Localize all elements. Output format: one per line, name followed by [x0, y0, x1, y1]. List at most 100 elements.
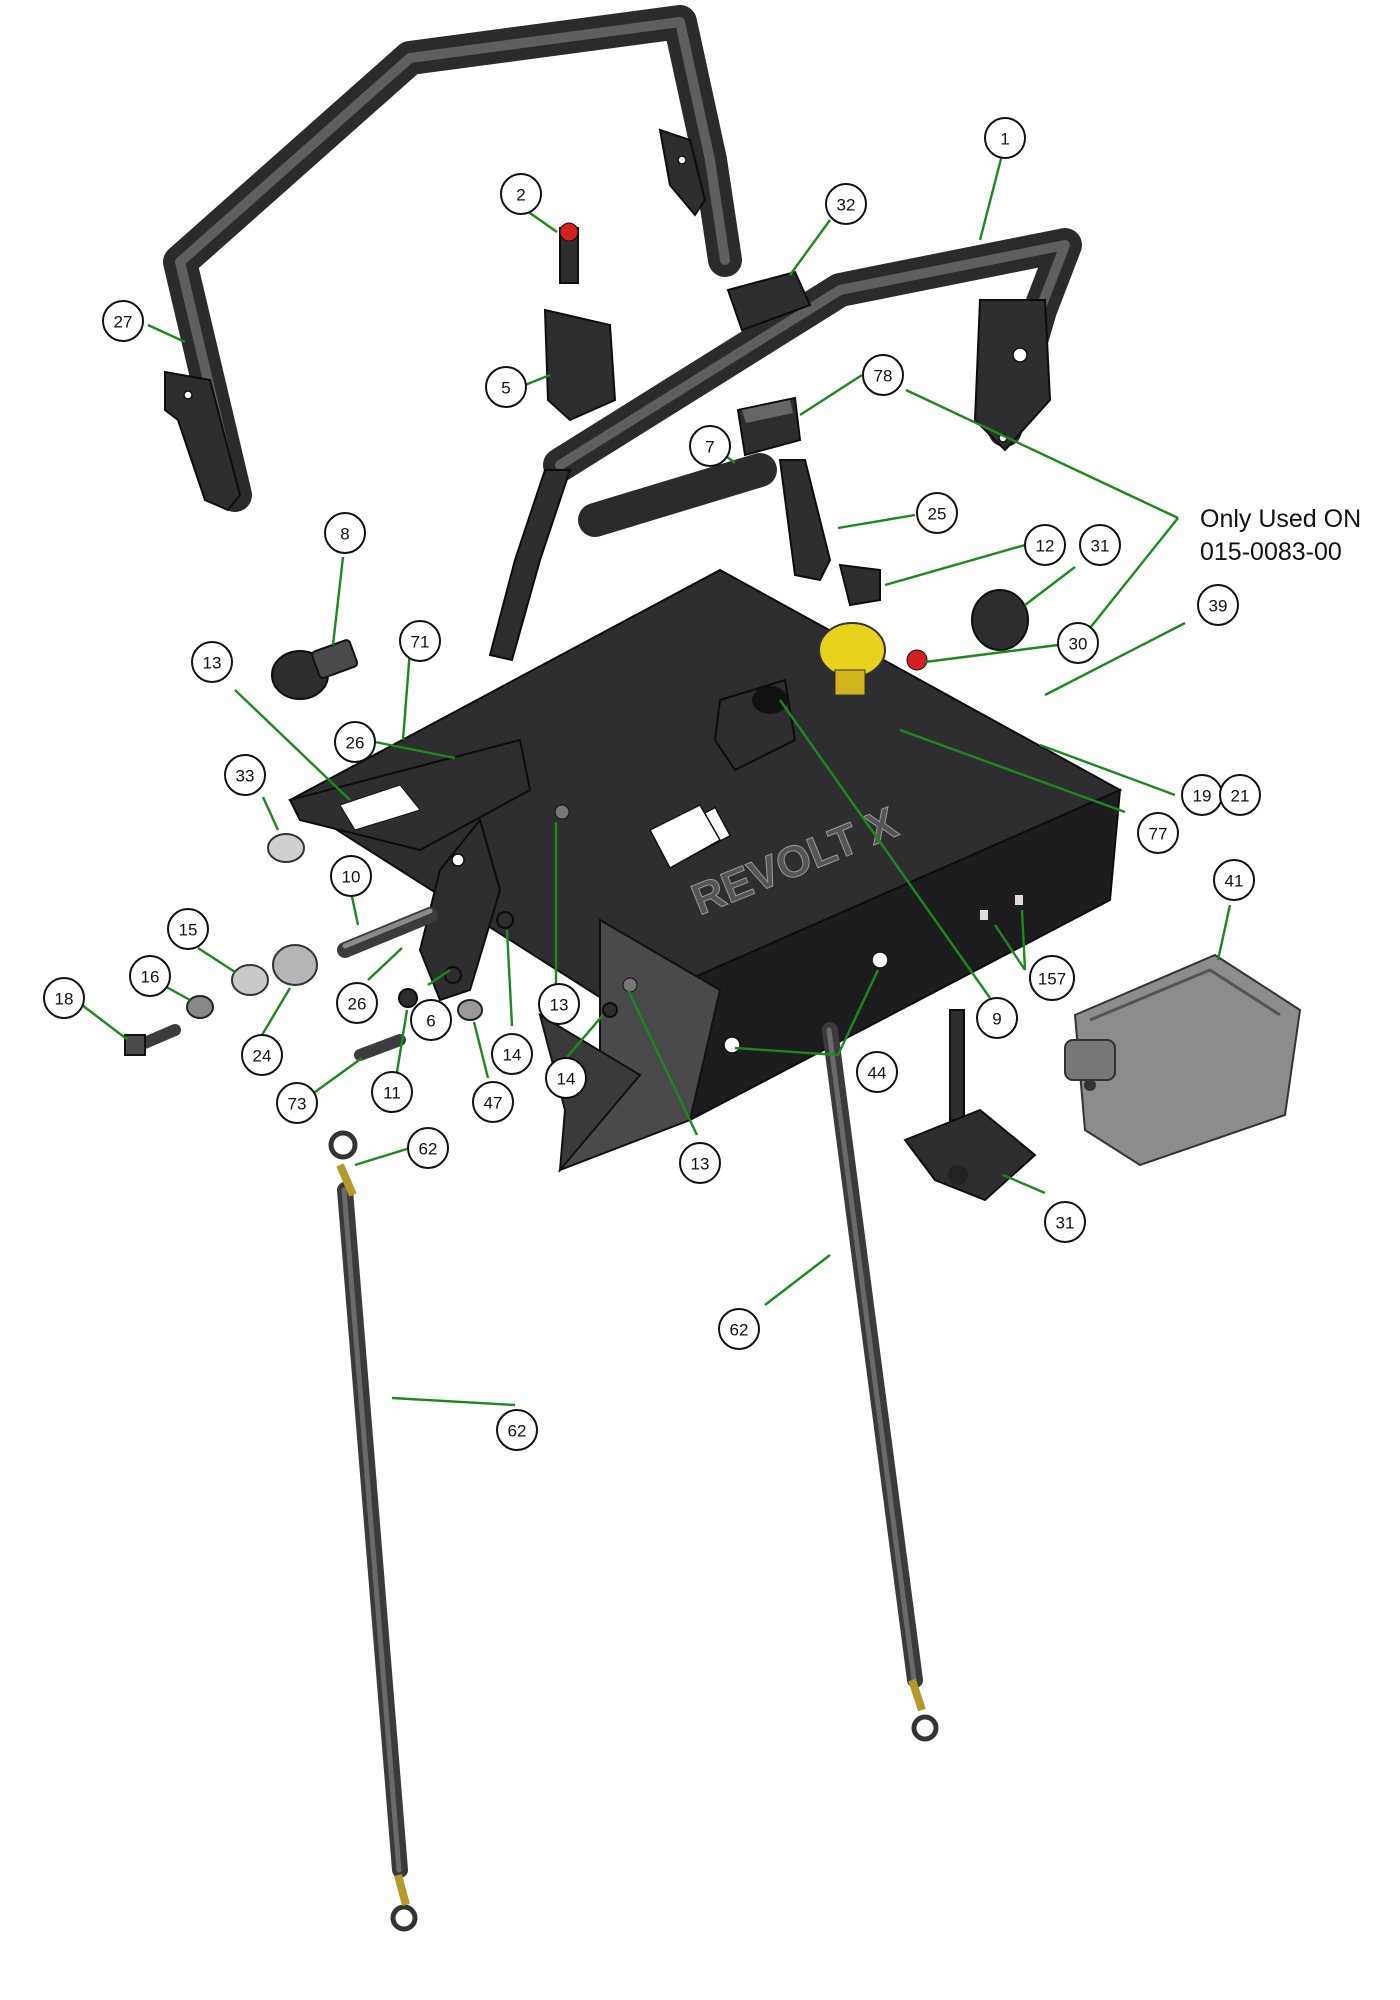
callout-circle — [984, 117, 1026, 159]
part-18-bolt — [124, 1024, 181, 1056]
callout-27: 27 — [102, 300, 144, 342]
callout-number: 71 — [411, 633, 430, 652]
callout-9: 9 — [976, 997, 1018, 1039]
leader-13c — [626, 989, 699, 1136]
part-14-nut-a — [496, 911, 514, 929]
part-78-cover — [736, 396, 802, 457]
callout-13: 13 — [538, 983, 580, 1025]
callout-number: 26 — [348, 995, 367, 1014]
callout-number: 41 — [1225, 872, 1244, 891]
callout-number: 5 — [501, 379, 510, 398]
part-1-right-u-bar — [543, 228, 1082, 482]
callout-circle — [1079, 524, 1121, 566]
callout-circle — [371, 1071, 413, 1113]
callout-circle — [410, 999, 452, 1041]
callout-circle — [1213, 859, 1255, 901]
leader-1 — [978, 154, 1004, 241]
leader-8 — [331, 556, 345, 646]
part-30-red-button — [906, 649, 928, 671]
part-31-bottom-bracket — [903, 1009, 1037, 1202]
part-14-nut-b — [602, 1002, 618, 1018]
callout-circle — [485, 366, 527, 408]
callout-circle — [276, 1082, 318, 1124]
callout-number: 24 — [253, 1047, 272, 1066]
part-62-rod-right — [822, 1022, 939, 1742]
part-11-nut — [398, 988, 418, 1008]
leader-18 — [81, 1004, 129, 1041]
callout-13: 13 — [191, 641, 233, 683]
callout-number: 73 — [288, 1095, 307, 1114]
leader-32 — [789, 219, 831, 276]
callout-number: 47 — [484, 1094, 503, 1113]
callout-24: 24 — [241, 1034, 283, 1076]
callout-number: 14 — [557, 1070, 576, 1089]
callout-1: 1 — [984, 117, 1026, 159]
callout-circle — [538, 983, 580, 1025]
part-73-bolt — [354, 1034, 406, 1061]
callout-26: 26 — [336, 982, 378, 1024]
callout-circle — [241, 1034, 283, 1076]
callout-2: 2 — [500, 173, 542, 215]
callout-33: 33 — [224, 754, 266, 796]
callout-number: 30 — [1069, 635, 1088, 654]
callout-number: 7 — [705, 438, 714, 457]
callout-number: 21 — [1231, 787, 1250, 806]
leader-157 — [994, 909, 1027, 971]
callout-number: 27 — [114, 313, 133, 332]
usage-note: Only Used ON 015-0083-00 — [1200, 505, 1361, 566]
leader-19 — [1039, 743, 1176, 797]
callout-number: 62 — [730, 1321, 749, 1340]
callout-circle — [679, 1142, 721, 1184]
callout-73: 73 — [276, 1082, 318, 1124]
leader-33 — [261, 796, 280, 831]
leader-13a — [234, 689, 351, 801]
callout-number: 6 — [426, 1012, 435, 1031]
callout-number: 19 — [1193, 787, 1212, 806]
callout-circle — [862, 354, 904, 396]
callout-13: 13 — [679, 1142, 721, 1184]
callout-circle — [1219, 774, 1261, 816]
callout-circle — [916, 492, 958, 534]
callout-62: 62 — [407, 1127, 449, 1169]
callout-10: 10 — [330, 855, 372, 897]
leader-9 — [779, 699, 991, 999]
leader-71 — [401, 649, 412, 741]
callout-number: 62 — [508, 1422, 527, 1441]
part-10-shaft — [337, 907, 438, 958]
callout-number: 77 — [1149, 825, 1168, 844]
callout-number: 13 — [691, 1155, 710, 1174]
callout-31: 31 — [1079, 524, 1121, 566]
part-25-grab-handle — [488, 453, 832, 662]
callout-11: 11 — [371, 1071, 413, 1113]
leader-77 — [899, 728, 1126, 814]
part-13-bolt-a — [554, 804, 570, 820]
callout-number: 12 — [1036, 537, 1055, 556]
callout-number: 11 — [383, 1084, 401, 1103]
part-33-washer — [267, 833, 305, 863]
callout-circle — [689, 425, 731, 467]
callout-number: 32 — [837, 196, 856, 215]
callout-44: 44 — [856, 1051, 898, 1093]
callout-15: 15 — [167, 908, 209, 950]
leader-15 — [197, 946, 236, 974]
callout-number: 18 — [55, 990, 74, 1009]
callout-circle — [191, 641, 233, 683]
callout-number: 62 — [419, 1140, 438, 1159]
callout-number: 13 — [550, 996, 569, 1015]
callout-number: 16 — [141, 968, 160, 987]
leader-41 — [1216, 904, 1232, 961]
part-41-canister — [1064, 953, 1302, 1167]
leader-73 — [314, 1057, 363, 1093]
part-32-switch-block — [726, 270, 812, 332]
part-6-nut — [444, 966, 462, 984]
callout-circle — [1137, 812, 1179, 854]
callout-circle — [43, 977, 85, 1019]
part-15-washer — [231, 964, 269, 996]
callout-16: 16 — [129, 955, 171, 997]
part-62-rod-left — [328, 1130, 418, 1932]
leader-6 — [427, 969, 451, 986]
leader-24 — [260, 987, 292, 1036]
callout-circle — [324, 512, 366, 554]
callout-circle — [856, 1051, 898, 1093]
